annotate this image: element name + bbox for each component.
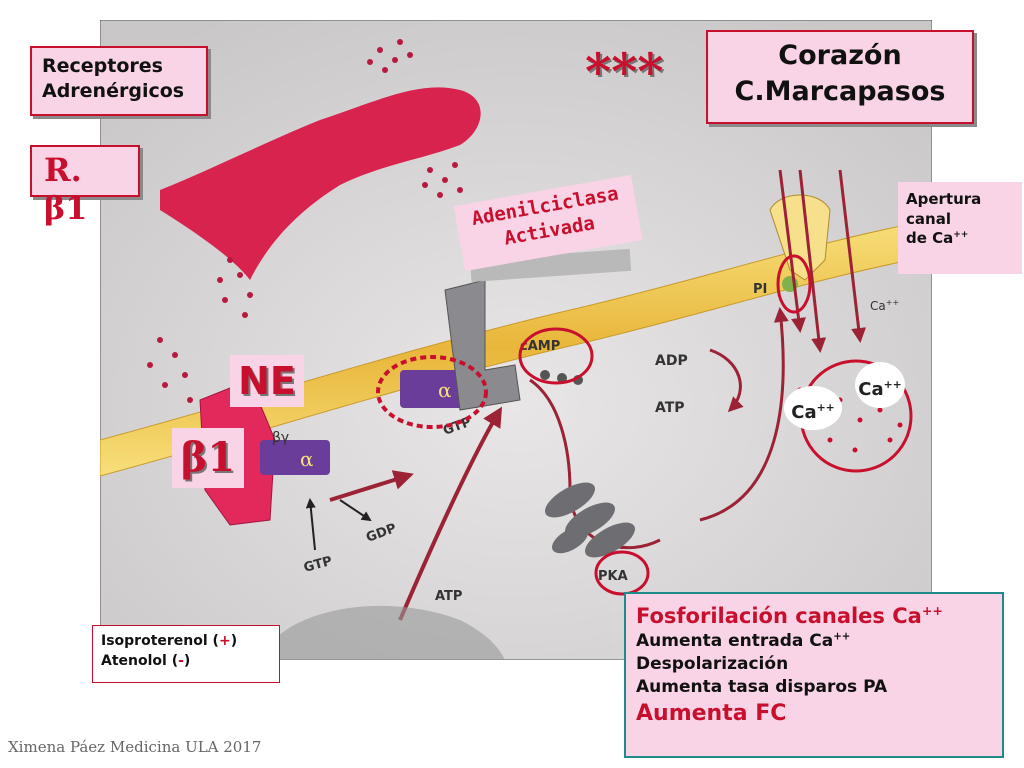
effects-line-4: Aumenta FC: [636, 701, 787, 727]
effects-box: Fosforilación canales Ca++ Aumenta entra…: [624, 592, 1004, 758]
adp-label: ADP: [655, 353, 688, 369]
effects-line-1: Aumenta entrada Ca++: [636, 631, 851, 652]
atp-right-label: ATP: [655, 400, 685, 416]
ca-channel-label: Ca++: [870, 298, 899, 313]
effects-line-2: Despolarización: [636, 654, 789, 675]
footer-credit: Ximena Páez Medicina ULA 2017: [8, 738, 262, 756]
effects-heading: Fosforilación canales Ca++: [636, 603, 943, 628]
pka-subunits: [545, 482, 635, 558]
ca-bubble-1: Ca++: [855, 362, 905, 408]
g-alpha-highlight: [376, 355, 488, 429]
drug-line-1: Isoproterenol (+): [101, 633, 238, 649]
g-protein-alpha-1: [260, 440, 330, 475]
pi-label: PI: [753, 282, 767, 297]
ne-label: NE: [238, 359, 296, 403]
beta-gamma-label: βγ: [272, 430, 289, 446]
channel-line-2: canal: [906, 209, 951, 228]
effects-line-3: Aumenta tasa disparos PA: [636, 677, 888, 698]
signaling-illustration: α α βγ cAMP ADP ATP PI Ca++ GTP GDP G: [100, 20, 932, 660]
drug-box: Isoproterenol (+) Atenolol (-): [92, 625, 280, 683]
pi-highlight: [776, 254, 812, 314]
receptor-label-box: R. β1: [30, 145, 140, 227]
gtp-bottom-label: GTP: [302, 554, 334, 576]
heart-box: Corazón C.Marcapasos: [706, 30, 974, 124]
camp-label: cAMP: [520, 339, 560, 354]
title-line-2: Adrenérgicos: [42, 79, 185, 102]
vesicle-dots: [147, 39, 463, 403]
title-box: Receptores Adrenérgicos: [30, 46, 208, 116]
pka-highlight: [594, 550, 650, 596]
nerve-terminal: [160, 87, 481, 280]
cell-membrane: [100, 219, 932, 477]
beta1-label: β1: [180, 434, 236, 481]
heart-line-1: Corazón: [778, 40, 902, 71]
channel-line-3: de Ca++: [906, 229, 969, 247]
ne-label-box: NE: [230, 355, 304, 407]
receptor-label: R. β1: [44, 151, 88, 227]
ca-bubble-2: Ca++: [784, 386, 842, 430]
heart-line-2: C.Marcapasos: [734, 76, 946, 108]
pka-label: PKA: [598, 569, 628, 584]
title-line-1: Receptores: [42, 55, 163, 77]
alpha-label-2: α: [438, 378, 452, 402]
adenylyl-cyclase-bar: [470, 248, 632, 282]
atp-bottom-label: ATP: [435, 589, 462, 604]
channel-line-1: Apertura: [906, 190, 982, 208]
channel-box: Apertura canal de Ca++: [898, 182, 1022, 274]
drug-line-2: Atenolol (-): [101, 653, 191, 670]
mitochondrion: [260, 605, 505, 660]
beta1-label-box: β1: [172, 428, 244, 488]
stars: ***: [585, 42, 664, 101]
alpha-label-1: α: [300, 447, 314, 471]
camp-highlight: [518, 327, 594, 385]
